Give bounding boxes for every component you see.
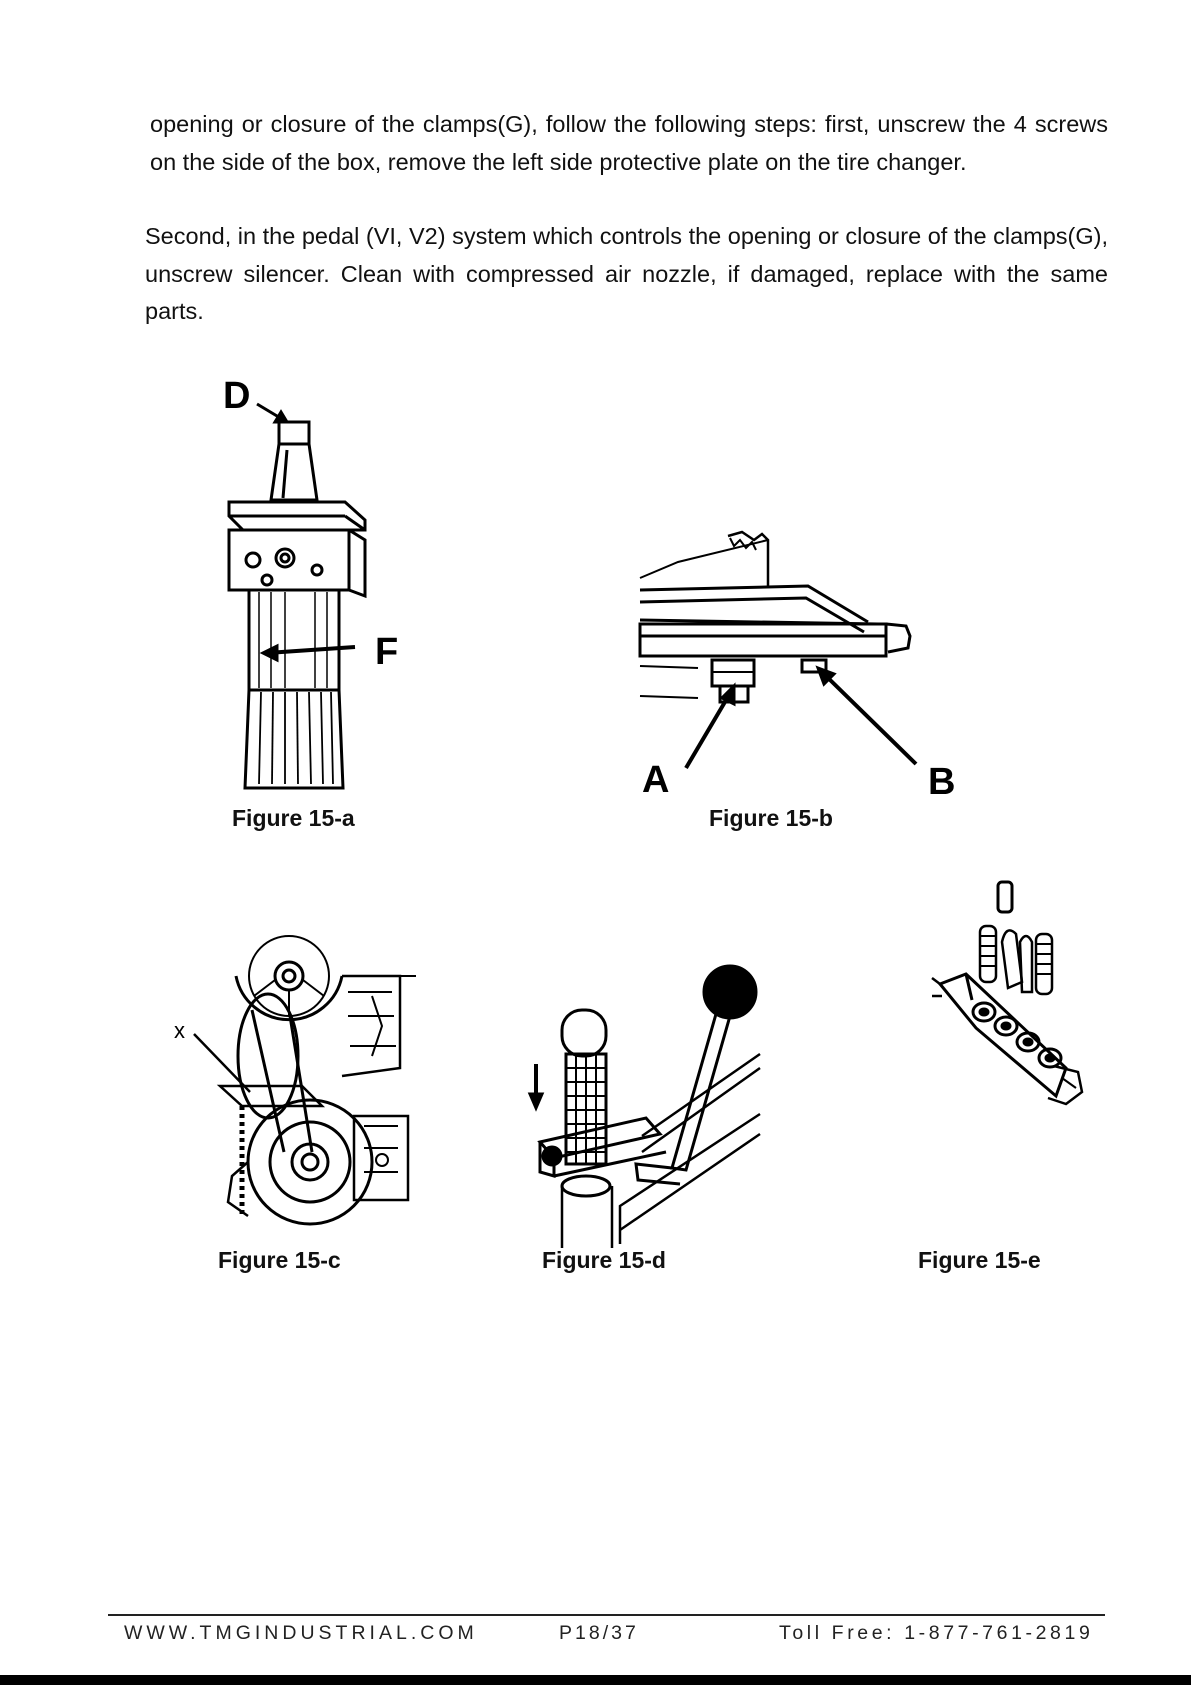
figure-15a-callout-d: D [223, 375, 250, 417]
figure-15b-callout-b: B [928, 761, 955, 803]
paragraph-2: Second, in the pedal (VI, V2) system whi… [145, 223, 1108, 324]
figure-15d-illustration [527, 958, 780, 1248]
figure-15c-caption: Figure 15-c [218, 1247, 341, 1273]
figure-15c-illustration: x [172, 935, 442, 1226]
paragraph-1: opening or closure of the clamps(G), fol… [150, 111, 1108, 175]
figure-15b-illustration: A B [638, 528, 958, 803]
figure-15e-illustration [931, 878, 1086, 1118]
footer-phone: Toll Free: 1-877-761-2819 [779, 1622, 1094, 1644]
figure-15a-caption: Figure 15-a [232, 805, 355, 831]
figure-15b-callout-a: A [642, 759, 669, 801]
figure-15e-caption: Figure 15-e [918, 1247, 1041, 1273]
footer-divider [108, 1614, 1105, 1616]
footer-page-number: P18/37 [559, 1622, 639, 1644]
page-bottom-edge [0, 1675, 1191, 1685]
figure-15a-illustration: D F [215, 370, 415, 800]
figure-15c-callout-x: x [174, 1018, 185, 1043]
figure-15b-caption: Figure 15-b [709, 805, 833, 831]
figure-15a-callout-f: F [375, 631, 398, 673]
figure-15d-caption: Figure 15-d [542, 1247, 666, 1273]
footer-website: WWW.TMGINDUSTRIAL.COM [124, 1622, 478, 1644]
